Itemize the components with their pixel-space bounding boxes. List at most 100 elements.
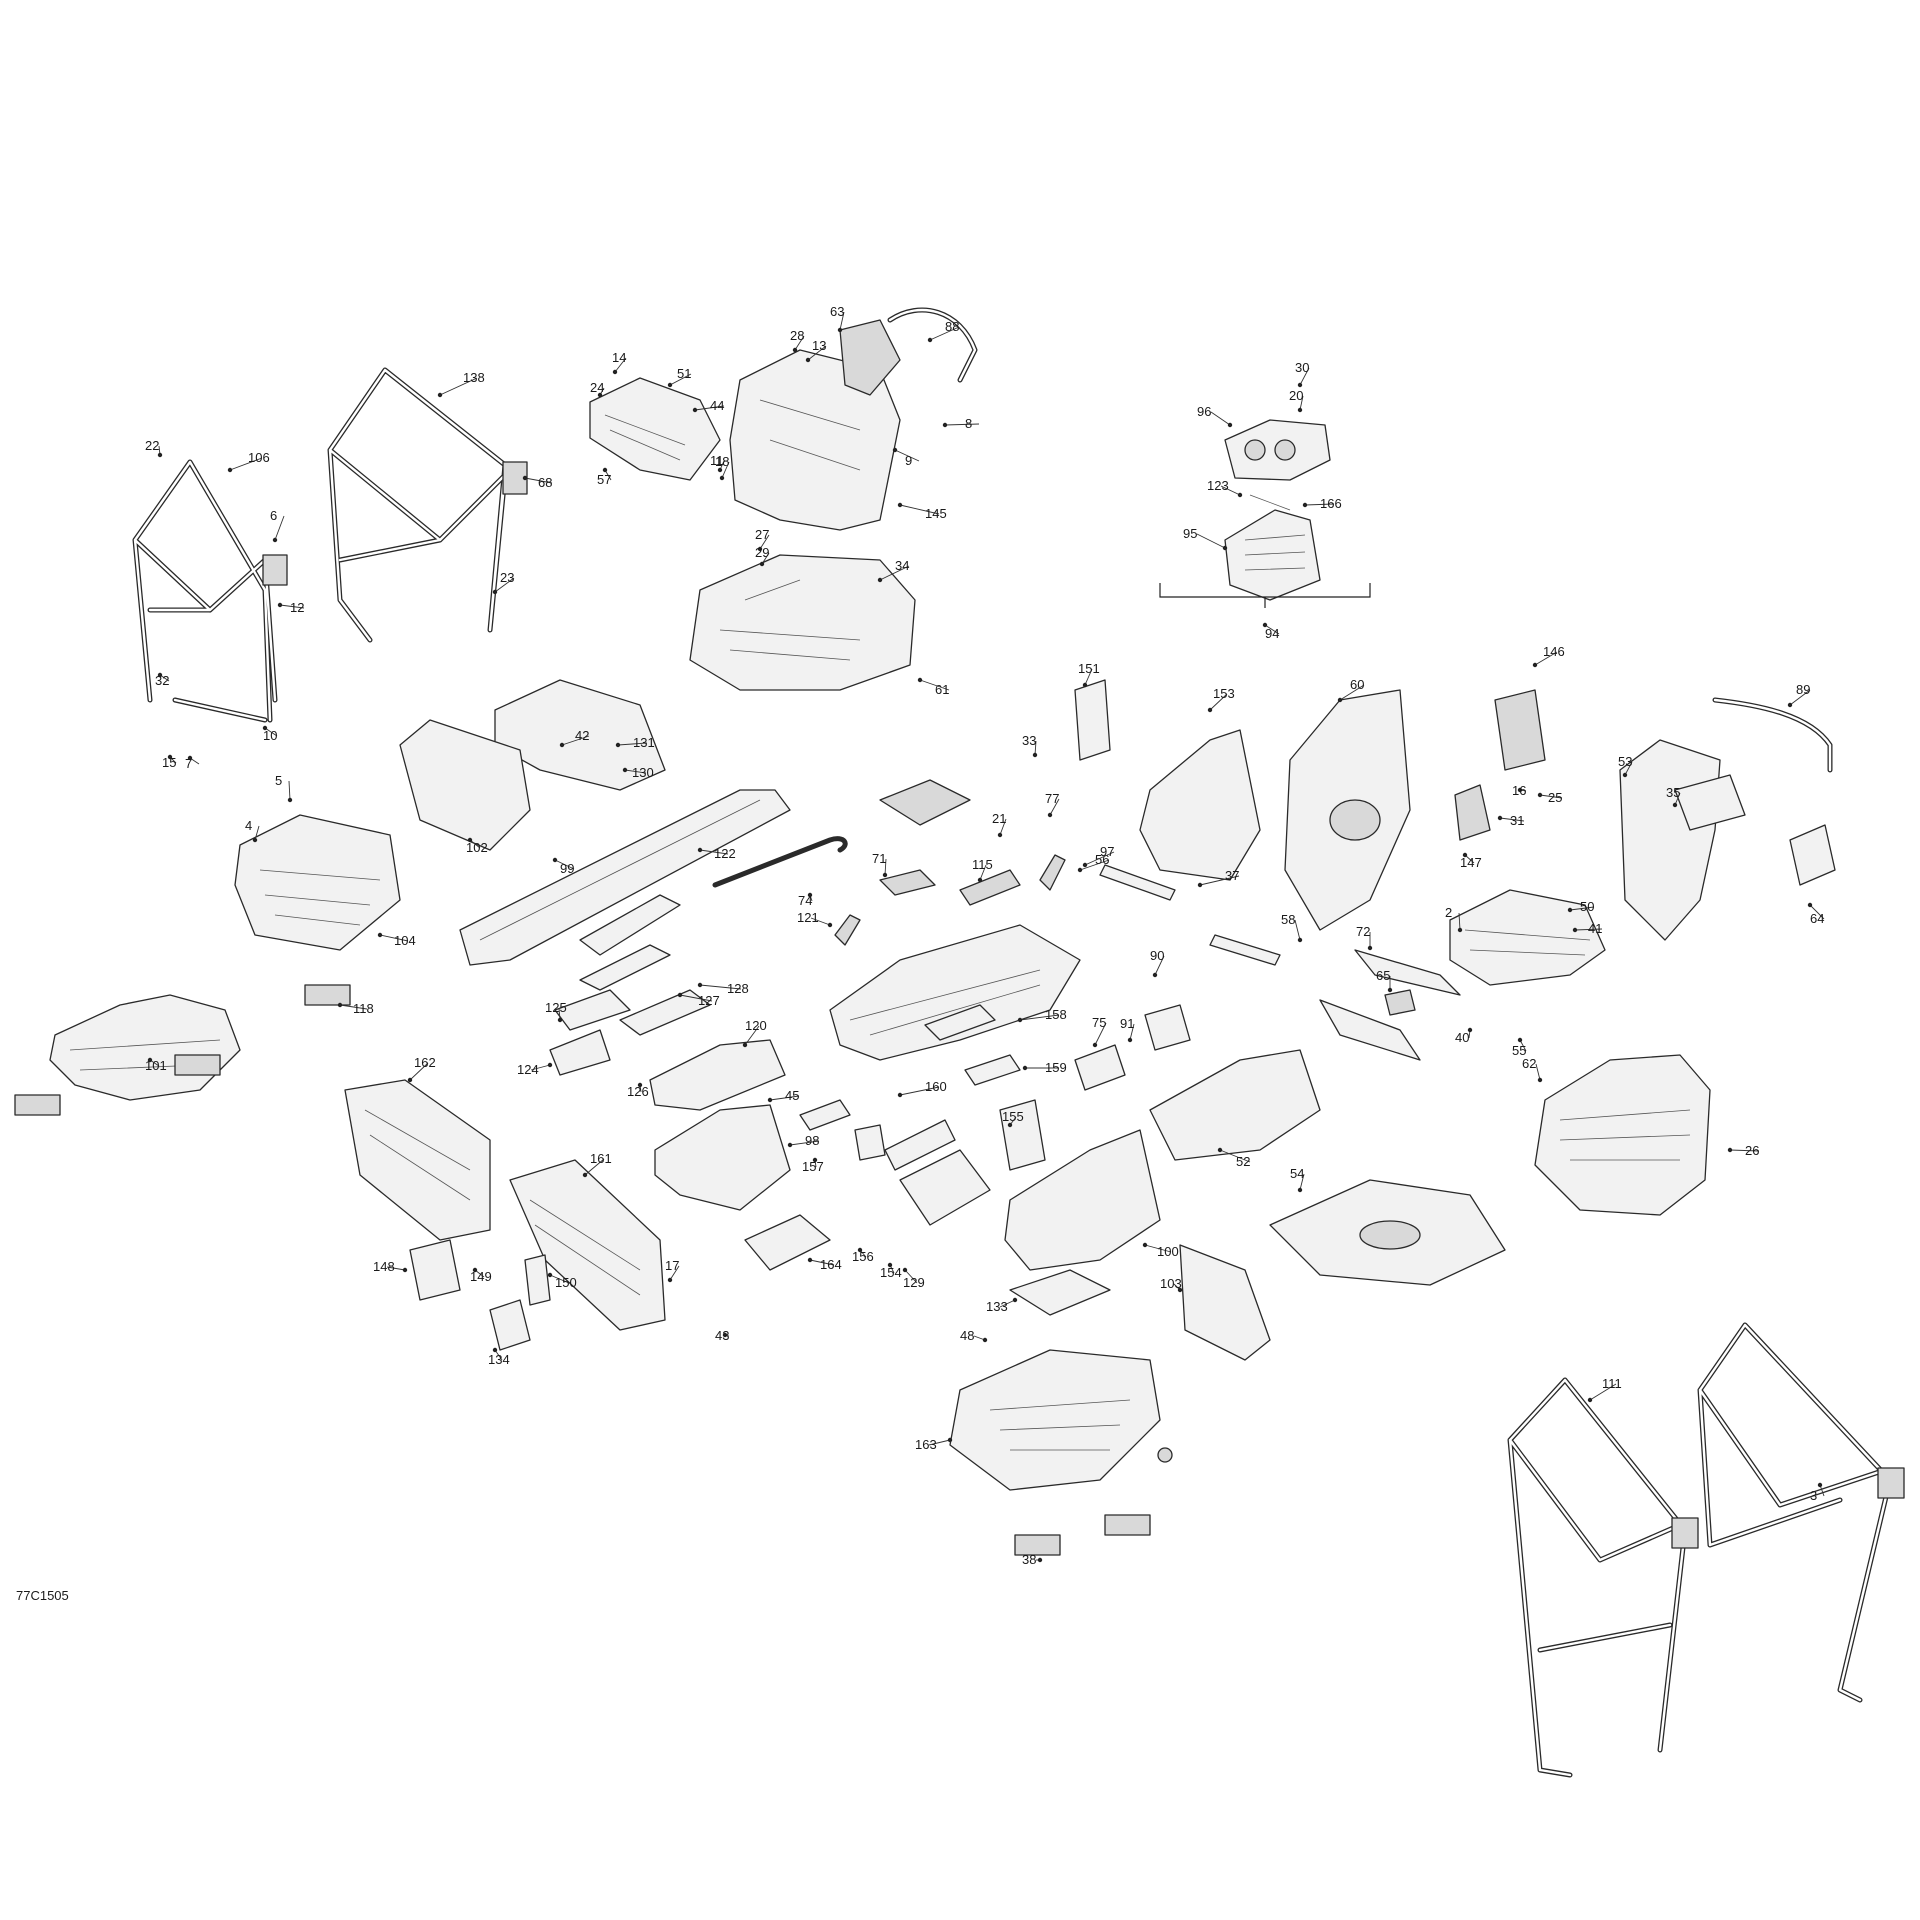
fastener-22 [157, 452, 163, 458]
fastener-20 [1297, 407, 1303, 413]
callout-129: 129 [903, 1275, 925, 1290]
leader-line-9 [894, 449, 920, 462]
fastener-104 [377, 932, 383, 938]
leader-line-98 [789, 1140, 820, 1146]
leader-line-23 [494, 577, 515, 593]
leader-line-30 [1299, 367, 1310, 386]
fastener-27 [757, 546, 763, 552]
fastener-42 [559, 742, 565, 748]
roll-cage-right [1697, 1322, 1905, 1703]
fastener-30 [1297, 382, 1303, 388]
fastener-163 [947, 1437, 953, 1443]
footrest-118-e [1104, 1514, 1151, 1536]
fastener-103 [1177, 1287, 1183, 1293]
footrest-118-b [174, 1054, 221, 1076]
leader-line-41 [1574, 928, 1603, 931]
part-159 [964, 1054, 1021, 1086]
callout-50: 50 [1580, 899, 1594, 914]
fastener-10 [262, 725, 268, 731]
leader-line-123 [1220, 485, 1241, 496]
callout-33: 33 [1022, 733, 1036, 748]
callout-77: 77 [1045, 791, 1059, 806]
fastener-118 [337, 1002, 343, 1008]
fastener-161 [582, 1172, 588, 1178]
fastener-38 [1037, 1557, 1043, 1563]
callout-147: 147 [1460, 855, 1482, 870]
callout-22: 22 [145, 438, 159, 453]
storage-box-104 [234, 814, 401, 951]
callout-42: 42 [575, 728, 589, 743]
panel-153 [1139, 729, 1261, 881]
callout-14: 14 [612, 350, 626, 365]
callout-29: 29 [755, 545, 769, 560]
fastener-54 [1297, 1187, 1303, 1193]
callout-126: 126 [627, 1084, 649, 1099]
fastener-131 [615, 742, 621, 748]
fastener-138 [437, 392, 443, 398]
callout-28: 28 [790, 328, 804, 343]
leader-line-129 [904, 1269, 918, 1284]
fastener-11 [717, 467, 723, 473]
leader-line-53 [1624, 761, 1633, 776]
part-65 [1384, 989, 1416, 1016]
callout-74: 74 [798, 893, 812, 908]
fastener-157 [812, 1157, 818, 1163]
fastener-134 [492, 1347, 498, 1353]
callout-123: 123 [1207, 478, 1229, 493]
fastener-32 [157, 672, 163, 678]
callout-31: 31 [1510, 813, 1524, 828]
fastener-102 [467, 837, 473, 843]
fastener-12 [277, 602, 283, 608]
fastener-159 [1022, 1065, 1028, 1071]
fastener-154 [887, 1262, 893, 1268]
callout-45: 45 [785, 1088, 799, 1103]
callout-55: 55 [1512, 1043, 1526, 1058]
fastener-162 [407, 1077, 413, 1083]
part-64 [1789, 824, 1836, 886]
callout-15: 15 [162, 755, 176, 770]
fastener-40 [1467, 1027, 1473, 1033]
callout-30: 30 [1295, 360, 1309, 375]
fastener-8 [942, 422, 948, 428]
callout-106: 106 [248, 450, 270, 465]
fastener-37 [1197, 882, 1203, 888]
leader-line-52 [1219, 1149, 1251, 1163]
callout-16: 16 [1512, 783, 1526, 798]
callout-166: 166 [1320, 496, 1342, 511]
dash-cover-57 [589, 377, 721, 481]
fastener-125 [557, 1017, 563, 1023]
callout-158: 158 [1045, 1007, 1067, 1022]
callout-160: 160 [925, 1079, 947, 1094]
fastener-61 [917, 677, 923, 683]
leader-line-51 [669, 373, 692, 386]
fastener-122 [697, 847, 703, 853]
callout-35: 35 [1666, 785, 1680, 800]
fastener-65 [1387, 987, 1393, 993]
callout-34: 34 [895, 558, 909, 573]
callout-13: 13 [812, 338, 826, 353]
side-panel-102 [399, 719, 531, 851]
callout-94: 94 [1265, 626, 1279, 641]
callout-161: 161 [590, 1151, 612, 1166]
panel-162 [344, 1079, 491, 1241]
leader-line-61 [919, 679, 950, 691]
part-115 [959, 869, 1021, 906]
leader-line-148 [386, 1266, 406, 1271]
callout-43: 43 [715, 1328, 729, 1343]
callout-118: 118 [353, 1001, 374, 1016]
fastener-155 [1007, 1122, 1013, 1128]
fastener-14 [612, 369, 618, 375]
fastener-21 [997, 832, 1003, 838]
footrest-118-d [1014, 1534, 1061, 1556]
fastener-43 [722, 1332, 728, 1338]
leader-line-91 [1129, 1023, 1135, 1041]
fastener-26 [1727, 1147, 1733, 1153]
leader-line-111 [1589, 1383, 1617, 1401]
part-75 [1074, 1044, 1126, 1091]
part-156 [854, 1124, 886, 1161]
callout-20: 20 [1289, 388, 1303, 403]
leader-line-122 [699, 849, 729, 855]
fastener-147 [1462, 852, 1468, 858]
fastener-41 [1572, 927, 1578, 933]
leader-line-58 [1294, 919, 1301, 941]
